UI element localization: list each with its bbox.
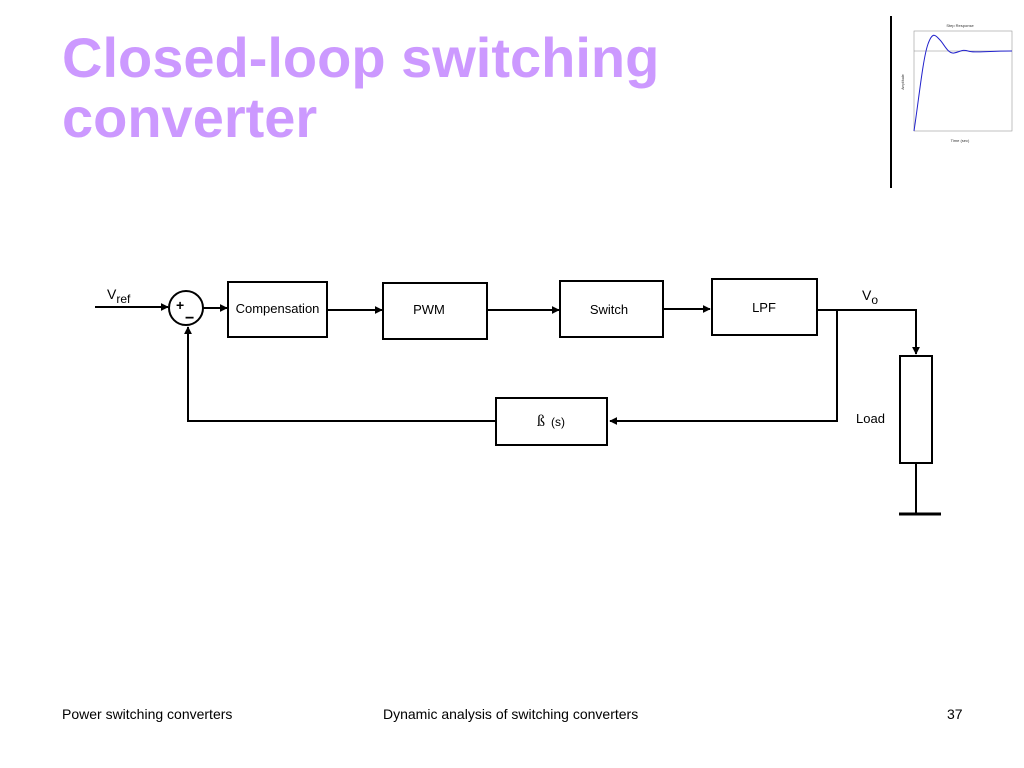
footer-lecture-title: Dynamic analysis of switching converters	[383, 706, 639, 722]
thumbnail-ylabel: Amplitude	[901, 74, 905, 90]
footer-course-title: Power switching converters	[62, 706, 233, 722]
thumbnail-xlabel: Time (sec)	[951, 138, 970, 143]
pwm-block	[382, 282, 488, 340]
step-response-thumbnail: Step Response Time (sec) Amplitude	[901, 23, 1013, 143]
thumbnail-step-curve	[913, 34, 1013, 132]
slide-title: Closed-loop switching converter	[62, 28, 659, 148]
feedback-tap-line	[609, 310, 838, 425]
load-resistor	[899, 355, 933, 464]
beta-block	[495, 397, 608, 446]
title-line-2: converter	[62, 86, 318, 149]
switch-block	[559, 280, 664, 338]
thumbnail-plot-area	[913, 30, 1013, 132]
compensation-block	[227, 281, 328, 338]
switch-label: Switch	[590, 302, 628, 317]
divider-line	[890, 16, 892, 188]
lpf-label: LPF	[752, 300, 776, 315]
pwm-label: PWM	[413, 302, 445, 317]
compensation-label: Compensation	[236, 301, 320, 316]
title-line-1: Closed-loop switching	[62, 26, 660, 89]
sum-minus-sign: −	[185, 310, 194, 327]
lpf-block	[711, 278, 818, 336]
load-label: Load	[856, 411, 885, 426]
beta-label: ß(s)	[537, 413, 565, 430]
vo-label: Vo	[862, 287, 878, 307]
footer-page-number: 37	[947, 706, 963, 722]
feedback-return-arrow	[184, 326, 496, 422]
thumbnail-title: Step Response	[946, 23, 974, 28]
vref-label: Vref	[107, 286, 131, 306]
sum-plus-sign: +	[176, 297, 184, 313]
